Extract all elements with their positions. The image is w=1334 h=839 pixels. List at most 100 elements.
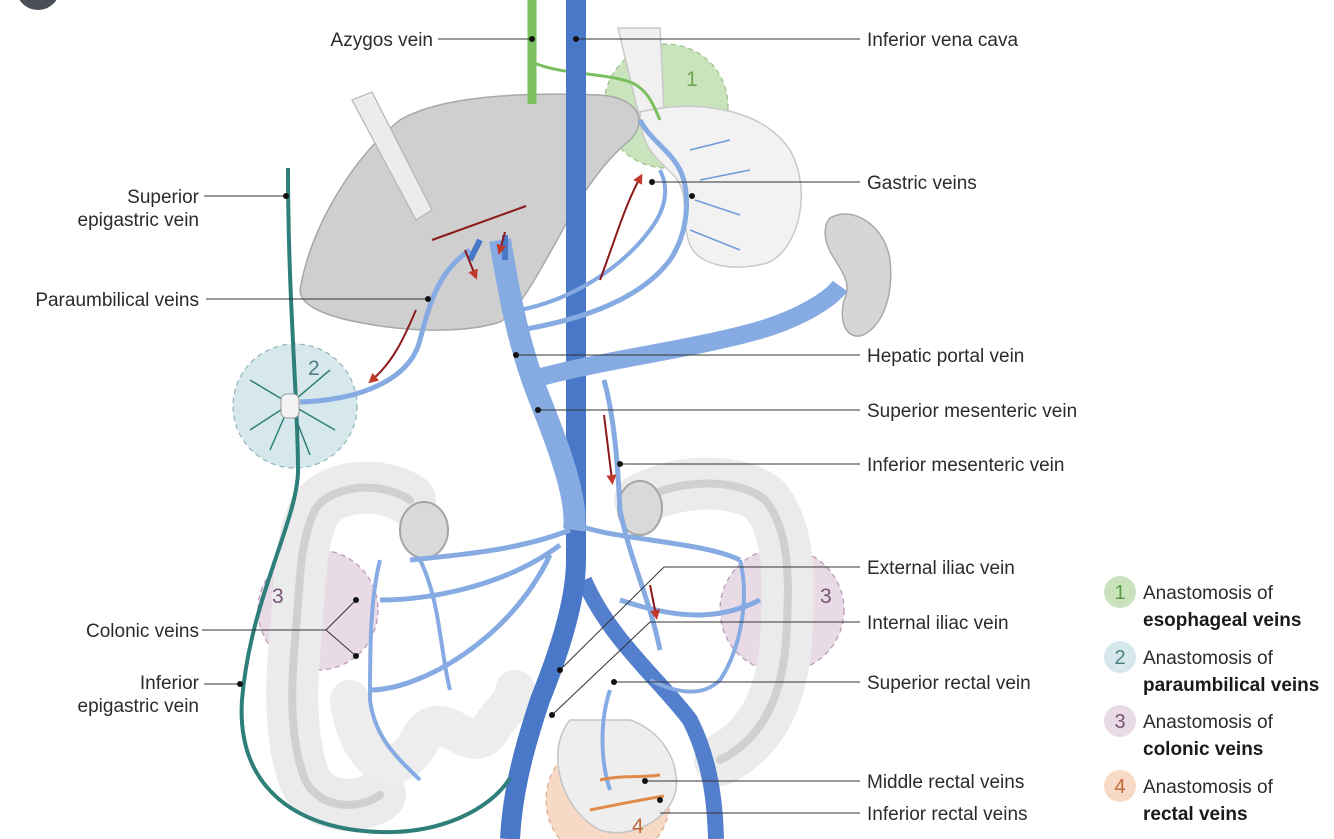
label-superior-epigastric-2: epigastric vein — [78, 210, 199, 231]
label-gastric-veins: Gastric veins — [867, 173, 977, 194]
dot-sup-rectal — [611, 679, 617, 685]
leader-dots — [237, 36, 695, 803]
legend-number-3: 3 — [1114, 711, 1125, 733]
flow-arrows — [368, 173, 660, 620]
hepatic-entry-left — [467, 238, 483, 262]
legend-line1-1: Anastomosis of — [1143, 583, 1274, 604]
transverse-colon-cut-left — [399, 501, 449, 559]
label-inferior-epigastric-2: epigastric vein — [78, 696, 199, 717]
legend-number-1: 1 — [1114, 582, 1125, 604]
zone-numbers: 1 2 3 3 4 — [272, 68, 832, 838]
zone-3-right-number: 3 — [820, 585, 832, 608]
dot-middle-rectal — [642, 778, 648, 784]
dot-gastric-2 — [689, 193, 695, 199]
label-inferior-vena-cava: Inferior vena cava — [867, 30, 1018, 51]
gastric-vein-path — [519, 118, 690, 333]
corner-badge — [19, 0, 57, 10]
middle-rectal-veins-path — [599, 773, 661, 782]
legend-swatch-1 — [1104, 576, 1136, 608]
dot-colonic-1 — [353, 597, 359, 603]
paraumbilical-vein-path — [299, 247, 472, 405]
dot-inferior-rectal — [657, 797, 663, 803]
spleen — [824, 213, 892, 337]
label-internal-iliac-vein: Internal iliac vein — [867, 613, 1009, 634]
label-superior-mesenteric-vein: Superior mesenteric vein — [867, 401, 1077, 422]
hepatic-bar — [431, 205, 527, 241]
small-intestine-loops — [330, 670, 536, 784]
flow-arrow-mesenteric-2 — [649, 584, 660, 620]
inferior-vena-cava-path — [500, 0, 586, 839]
organs — [299, 27, 892, 337]
legend-swatch-3 — [1104, 705, 1136, 737]
zone-1-number: 1 — [686, 68, 698, 91]
legend-swatch-4 — [1104, 770, 1136, 802]
legend-line2-1: esophageal veins — [1143, 610, 1301, 631]
label-superior-epigastric-1: Superior — [127, 187, 199, 208]
leader-lines — [202, 38, 860, 814]
dot-gastric-1 — [649, 179, 655, 185]
legend-number-4: 4 — [1114, 776, 1125, 798]
legend-line1-4: Anastomosis of — [1143, 777, 1274, 798]
inferior-rectal-veins-path — [589, 794, 665, 812]
superior-epigastric-vein-path — [239, 167, 512, 835]
azygos-branch — [531, 60, 662, 121]
dot-paraumbilical — [425, 296, 431, 302]
label-middle-rectal-veins: Middle rectal veins — [867, 772, 1024, 793]
legend: 1 Anastomosis of esophageal veins 2 Anas… — [1104, 576, 1319, 825]
paraumbilical-radials — [249, 369, 336, 456]
zone-2-number: 2 — [308, 357, 320, 380]
label-inferior-mesenteric-vein: Inferior mesenteric vein — [867, 455, 1064, 476]
dot-int-iliac — [549, 712, 555, 718]
dot-inf-epigastric — [237, 681, 243, 687]
venule-details — [249, 139, 751, 812]
portal-veins — [299, 118, 848, 791]
dot-hepatic-portal — [513, 352, 519, 358]
umbilicus — [280, 393, 300, 419]
liver — [299, 93, 640, 331]
legend-item-esophageal: 1 Anastomosis of esophageal veins — [1104, 576, 1301, 631]
label-hepatic-portal-vein: Hepatic portal vein — [867, 346, 1024, 367]
dot-azygos — [529, 36, 535, 42]
label-paraumbilical-veins: Paraumbilical veins — [35, 290, 199, 311]
legend-line2-2: paraumbilical veins — [1143, 675, 1319, 696]
dot-ext-iliac — [557, 667, 563, 673]
hepatic-portal-vein-path — [489, 238, 586, 532]
legend-line2-4: rectal veins — [1143, 804, 1248, 825]
label-superior-rectal-vein: Superior rectal vein — [867, 673, 1031, 694]
gastric-vein-inner — [519, 169, 668, 312]
legend-line1-3: Anastomosis of — [1143, 712, 1274, 733]
label-inferior-epigastric-1: Inferior — [140, 673, 200, 694]
systemic-veins — [239, 0, 724, 839]
label-azygos-vein: Azygos vein — [331, 30, 433, 51]
legend-item-colonic: 3 Anastomosis of colonic veins — [1104, 705, 1274, 760]
leader-ext-iliac — [559, 566, 860, 671]
label-colonic-veins: Colonic veins — [86, 621, 199, 642]
labels: Azygos vein Inferior vena cava Superior … — [35, 30, 1077, 825]
colonic-arcade-left — [367, 559, 452, 782]
superior-mesenteric-branches — [369, 517, 762, 693]
dot-inf-mesenteric — [617, 461, 623, 467]
flow-arrow-hepatic-left — [464, 249, 478, 280]
leader-colonic-2 — [325, 629, 357, 657]
leader-int-iliac — [551, 621, 860, 716]
right-iliac-vein — [576, 576, 724, 839]
flow-arrow-gastric — [599, 173, 643, 281]
dot-colonic-2 — [353, 653, 359, 659]
legend-item-rectal: 4 Anastomosis of rectal veins — [1104, 770, 1274, 825]
label-inferior-rectal-veins: Inferior rectal veins — [867, 804, 1028, 825]
stomach — [639, 105, 803, 268]
zone-4-number: 4 — [632, 815, 644, 838]
dot-sup-mesenteric — [535, 407, 541, 413]
zone-3-left-number: 3 — [272, 585, 284, 608]
label-external-iliac-vein: External iliac vein — [867, 558, 1015, 579]
colonic-arcade-right — [649, 559, 746, 694]
legend-number-2: 2 — [1114, 647, 1125, 669]
legend-line2-3: colonic veins — [1143, 739, 1263, 760]
gastric-venules — [689, 139, 751, 251]
flow-arrow-mesenteric-1 — [603, 414, 617, 485]
flow-arrow-hepatic-right — [496, 231, 507, 255]
retractor — [351, 91, 433, 221]
splenic-vein — [527, 280, 848, 389]
legend-swatch-2 — [1104, 641, 1136, 673]
